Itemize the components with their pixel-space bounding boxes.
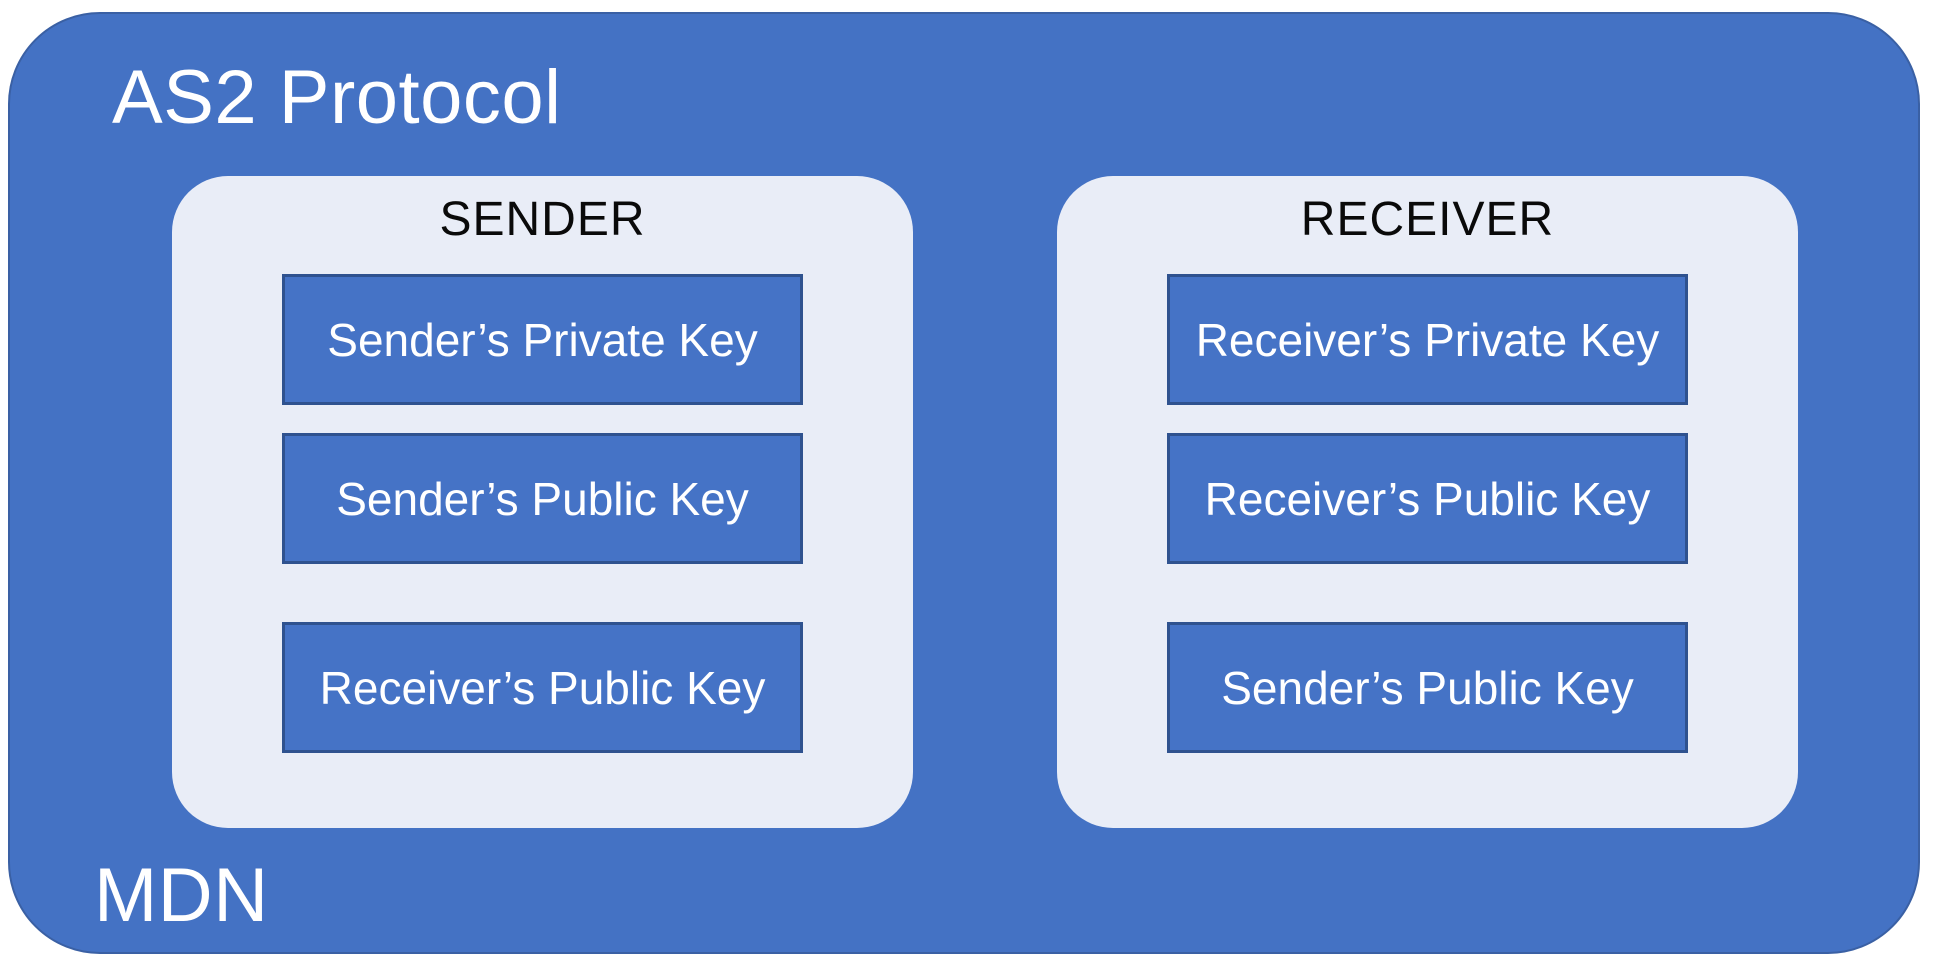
receiver-public-key-label: Receiver’s Public Key: [1204, 472, 1651, 525]
sender-private-key-label: Sender’s Private Key: [327, 313, 758, 366]
sender-panel-title: SENDER: [439, 193, 646, 246]
sender-panel: SENDER Sender’s Private Key Sender’s Pub…: [172, 176, 913, 828]
sender-public-key-label: Sender’s Public Key: [336, 472, 749, 525]
mdn-label: MDN: [94, 853, 269, 938]
sender-receivers-public-key-box: Receiver’s Public Key: [282, 622, 803, 753]
sender-private-key-box: Sender’s Private Key: [282, 274, 803, 405]
receiver-senders-public-key-label: Sender’s Public Key: [1221, 661, 1634, 714]
sender-receivers-public-key-label: Receiver’s Public Key: [319, 661, 766, 714]
as2-protocol-title: AS2 Protocol: [112, 55, 562, 140]
receiver-panel-title: RECEIVER: [1300, 193, 1555, 246]
receiver-senders-public-key-box: Sender’s Public Key: [1167, 622, 1688, 753]
as2-protocol-container: AS2 Protocol SENDER Sender’s Private Key…: [8, 12, 1920, 954]
receiver-panel: RECEIVER Receiver’s Private Key Receiver…: [1057, 176, 1798, 828]
receiver-private-key-label: Receiver’s Private Key: [1195, 313, 1660, 366]
receiver-public-key-box: Receiver’s Public Key: [1167, 433, 1688, 564]
receiver-private-key-box: Receiver’s Private Key: [1167, 274, 1688, 405]
sender-public-key-box: Sender’s Public Key: [282, 433, 803, 564]
